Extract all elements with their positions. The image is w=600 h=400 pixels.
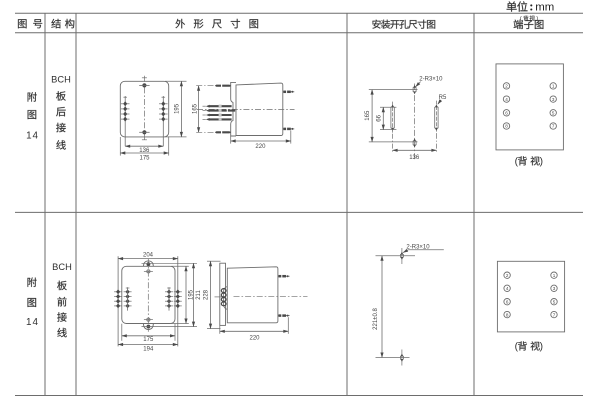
svg-text:BCH: BCH xyxy=(52,262,72,272)
svg-text:66: 66 xyxy=(376,114,382,121)
svg-text:4: 4 xyxy=(505,97,508,102)
svg-text:1: 1 xyxy=(26,131,32,142)
svg-text:1: 1 xyxy=(552,84,555,89)
svg-text:): ) xyxy=(540,157,543,168)
svg-text:): ) xyxy=(540,342,543,353)
svg-text:228: 228 xyxy=(203,289,209,300)
svg-text:204: 204 xyxy=(143,252,154,258)
svg-text:5: 5 xyxy=(553,299,556,304)
svg-text:175: 175 xyxy=(143,337,154,343)
svg-text:2-R3×10: 2-R3×10 xyxy=(419,76,443,82)
svg-text:165: 165 xyxy=(192,103,198,114)
svg-text:220: 220 xyxy=(255,144,266,150)
svg-text:165: 165 xyxy=(365,110,371,121)
svg-text:4: 4 xyxy=(32,317,38,328)
svg-text:175: 175 xyxy=(139,155,150,161)
svg-text:211: 211 xyxy=(196,290,202,300)
svg-text:mm: mm xyxy=(535,2,554,14)
svg-text:3: 3 xyxy=(552,97,555,102)
svg-text:194: 194 xyxy=(143,347,154,353)
svg-text:7: 7 xyxy=(553,312,556,317)
svg-text:8: 8 xyxy=(506,312,509,317)
svg-text:(: ( xyxy=(520,16,522,22)
svg-text:1: 1 xyxy=(553,273,556,278)
svg-text:195: 195 xyxy=(174,103,180,114)
svg-text:221±0.8: 221±0.8 xyxy=(373,308,379,330)
svg-text:2-R3×10: 2-R3×10 xyxy=(406,244,430,250)
svg-text:R5: R5 xyxy=(439,95,447,101)
svg-text:(: ( xyxy=(515,157,519,168)
svg-text:136: 136 xyxy=(409,155,420,161)
svg-text:2: 2 xyxy=(506,273,509,278)
svg-text:1: 1 xyxy=(26,317,32,328)
svg-text:6: 6 xyxy=(506,299,509,304)
svg-text:136: 136 xyxy=(139,148,150,154)
svg-text:(: ( xyxy=(515,342,519,353)
svg-text:3: 3 xyxy=(553,286,556,291)
svg-text:): ) xyxy=(536,16,538,22)
svg-text:220: 220 xyxy=(249,335,260,341)
svg-text:6: 6 xyxy=(505,111,508,116)
svg-text:2: 2 xyxy=(505,84,508,89)
svg-text:7: 7 xyxy=(552,124,555,129)
svg-text:8: 8 xyxy=(505,124,508,129)
svg-text:5: 5 xyxy=(552,111,555,116)
svg-text:4: 4 xyxy=(506,286,509,291)
svg-text:195: 195 xyxy=(188,289,194,300)
svg-text:4: 4 xyxy=(33,131,39,142)
svg-text:BCH: BCH xyxy=(51,75,71,85)
